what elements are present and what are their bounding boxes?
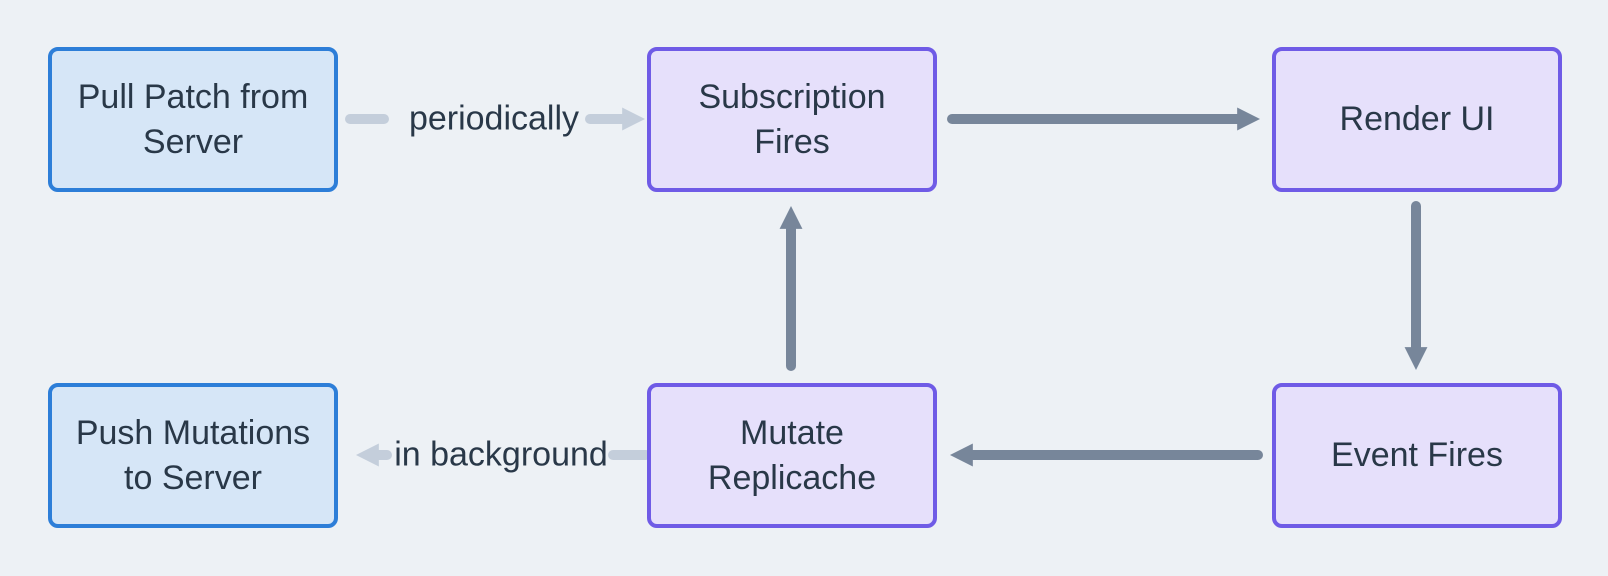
node-label: Mutate Replicache	[707, 413, 877, 497]
node-mutate-replicache: Mutate Replicache	[647, 383, 937, 528]
node-label: Pull Patch from Server	[77, 77, 309, 161]
node-subscription-fires: Subscription Fires	[647, 47, 937, 192]
node-label: Event Fires	[1331, 436, 1503, 475]
node-render-ui: Render UI	[1272, 47, 1562, 192]
node-label: Render UI	[1339, 100, 1495, 139]
node-pull-patch-from-server: Pull Patch from Server	[48, 47, 338, 192]
node-push-mutations-to-server: Push Mutations to Server	[48, 383, 338, 528]
edge-label-periodically: periodically	[408, 99, 580, 138]
node-label: Push Mutations to Server	[75, 413, 311, 497]
edge-label-in-background: in background	[394, 435, 608, 474]
node-label: Subscription Fires	[698, 77, 886, 161]
node-event-fires: Event Fires	[1272, 383, 1562, 528]
